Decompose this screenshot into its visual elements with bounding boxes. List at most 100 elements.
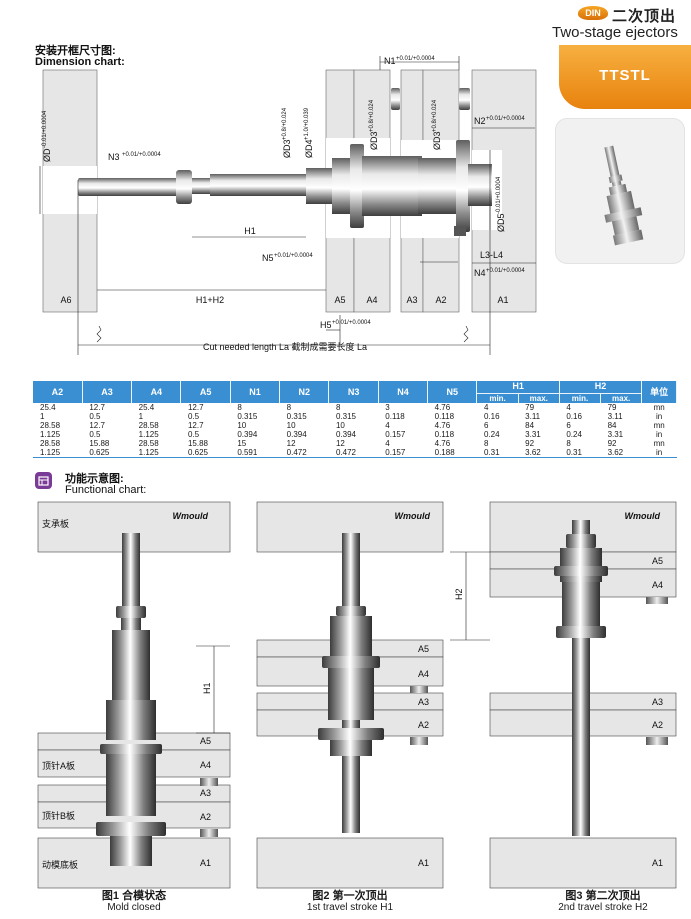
caption-fig2: 图2 第一次顶出 1st travel stroke H1 bbox=[290, 891, 410, 914]
table-cell: 3.11 bbox=[607, 412, 623, 421]
table-cell: 92 bbox=[607, 439, 617, 448]
table-cell: 6 bbox=[483, 421, 489, 430]
brand-fig1: Wmould bbox=[173, 511, 209, 521]
table-cell: 12.7 bbox=[187, 403, 204, 412]
fig1-a2: A2 bbox=[200, 812, 211, 822]
product-photo bbox=[555, 118, 685, 264]
table-cell: 25.4 bbox=[40, 403, 56, 412]
fig2-a5: A5 bbox=[418, 644, 429, 654]
label-ejector-b: 顶针B板 bbox=[42, 810, 75, 821]
fig1-h1: H1 bbox=[202, 682, 212, 694]
label-h5: H5 bbox=[320, 320, 332, 330]
title-en: Two-stage ejectors bbox=[552, 24, 678, 41]
fig2-a2: A2 bbox=[418, 720, 429, 730]
fig3-a1: A1 bbox=[652, 858, 663, 868]
table-cell: 10 bbox=[286, 421, 296, 430]
col-h2: H2 bbox=[559, 381, 643, 393]
col-h1-max: max. bbox=[518, 392, 560, 403]
table-cell: 84 bbox=[607, 421, 617, 430]
caption-fig1-en: Mold closed bbox=[107, 902, 161, 913]
table-cell: 12 bbox=[286, 439, 296, 448]
specs-table: A2 A3 A4 A5 N1 N2 N3 N4 N5 H1 H2 单位 min.… bbox=[33, 381, 677, 458]
table-cell: 3.31 bbox=[607, 430, 624, 439]
table-cell: 25.4 bbox=[138, 403, 155, 412]
table-cell: 4 bbox=[385, 421, 390, 430]
label-a4: A4 bbox=[366, 295, 377, 305]
table-cell: 1.125 bbox=[40, 430, 61, 439]
col-a3: A3 bbox=[82, 381, 133, 403]
dimension-chart-title-en: Dimension chart: bbox=[35, 56, 125, 68]
title-cn: 二次顶出 bbox=[612, 8, 677, 25]
table-cell: 0.24 bbox=[566, 430, 582, 439]
label-d3-right: ØD3 bbox=[432, 131, 442, 150]
fig3-a3: A3 bbox=[652, 697, 663, 707]
dimension-drawing: A6 A5 A4 A3 A2 A1 H1 H1+H2 Cut needed le… bbox=[39, 56, 537, 355]
table-cell: 0.5 bbox=[187, 412, 200, 421]
col-h1: H1 bbox=[476, 381, 560, 393]
fig1-a1: A1 bbox=[200, 858, 211, 868]
col-n5: N5 bbox=[427, 381, 478, 403]
table-cell: 28.58 bbox=[138, 421, 159, 430]
fig1-a5: A5 bbox=[200, 736, 211, 746]
label-d-tol: -0.01/+0.0004 bbox=[42, 110, 48, 148]
table-cell: 10 bbox=[335, 421, 345, 430]
table-cell: 0.5 bbox=[187, 430, 200, 439]
table-cell: 0.118 bbox=[434, 412, 455, 421]
caption-fig3-cn: 图3 第二次顶出 bbox=[565, 890, 641, 902]
table-cell: 0.118 bbox=[385, 412, 405, 421]
figure-2: Wmould A5 A4 A3 A2 A1 bbox=[256, 501, 444, 889]
table-cell: 1 bbox=[138, 412, 144, 421]
table-cell: 0.315 bbox=[286, 412, 307, 421]
figure-3: Wmould A5 A4 A3 A2 A1 H2 bbox=[450, 501, 677, 889]
brand-fig2: Wmould bbox=[395, 511, 431, 521]
table-cell: 0.24 bbox=[483, 430, 500, 439]
fig1-a4: A4 bbox=[200, 760, 211, 770]
fig2-a3: A3 bbox=[418, 697, 429, 707]
label-a6: A6 bbox=[60, 295, 71, 305]
col-unit: 单位 bbox=[641, 381, 677, 403]
label-d: ØD bbox=[42, 148, 52, 162]
fig3-h2: H2 bbox=[454, 588, 464, 600]
table-cell: 1.125 bbox=[138, 430, 159, 439]
table-cell: 0.188 bbox=[427, 448, 477, 458]
table-cell: 1.125 bbox=[131, 448, 181, 458]
table-cell: 0.394 bbox=[286, 430, 307, 439]
label-n2-tol: +0.01/+0.0004 bbox=[486, 116, 525, 122]
label-n5-tol: +0.01/+0.0004 bbox=[274, 253, 313, 259]
table-cell: 8 bbox=[566, 439, 571, 448]
functional-chart-title-en: Functional chart: bbox=[65, 484, 147, 496]
table-cell: 10 bbox=[237, 421, 247, 430]
functional-chart-icon bbox=[35, 472, 52, 489]
table-cell: 15.88 bbox=[187, 439, 209, 448]
label-d4: ØD4 bbox=[304, 139, 314, 158]
col-n2: N2 bbox=[279, 381, 330, 403]
fig2-a4: A4 bbox=[418, 669, 429, 679]
table-cell: 0.472 bbox=[328, 448, 379, 458]
table-cell: 0.625 bbox=[180, 448, 231, 458]
table-cell: 15.88 bbox=[89, 439, 110, 448]
functional-drawing: Wmould 支承板 顶针A板 顶针B板 动模底板 A5 A4 A3 A2 A1… bbox=[37, 501, 677, 889]
table-cell: 1 bbox=[40, 412, 45, 421]
label-n1-tol: +0.01/+0.0004 bbox=[396, 56, 435, 62]
table-cell: 12.7 bbox=[89, 403, 105, 412]
table-cell: 0.315 bbox=[237, 412, 258, 421]
table-cell: 28.58 bbox=[40, 421, 61, 430]
table-cell: 79 bbox=[525, 403, 535, 412]
label-n2: N2 bbox=[474, 116, 486, 126]
table-cell: 8 bbox=[237, 403, 242, 412]
label-a3: A3 bbox=[406, 295, 417, 305]
table-cell: 92 bbox=[525, 439, 535, 448]
table-cell: 4 bbox=[566, 403, 571, 412]
label-a2: A2 bbox=[435, 295, 446, 305]
table-cell: 79 bbox=[607, 403, 617, 412]
table-cell: 0.472 bbox=[279, 448, 329, 458]
table-cell: 0.31 bbox=[559, 448, 601, 458]
col-n3: N3 bbox=[328, 381, 379, 403]
label-d4-tol: +1.0/+0.039 bbox=[304, 107, 310, 140]
table-cell: 4.76 bbox=[434, 439, 451, 448]
